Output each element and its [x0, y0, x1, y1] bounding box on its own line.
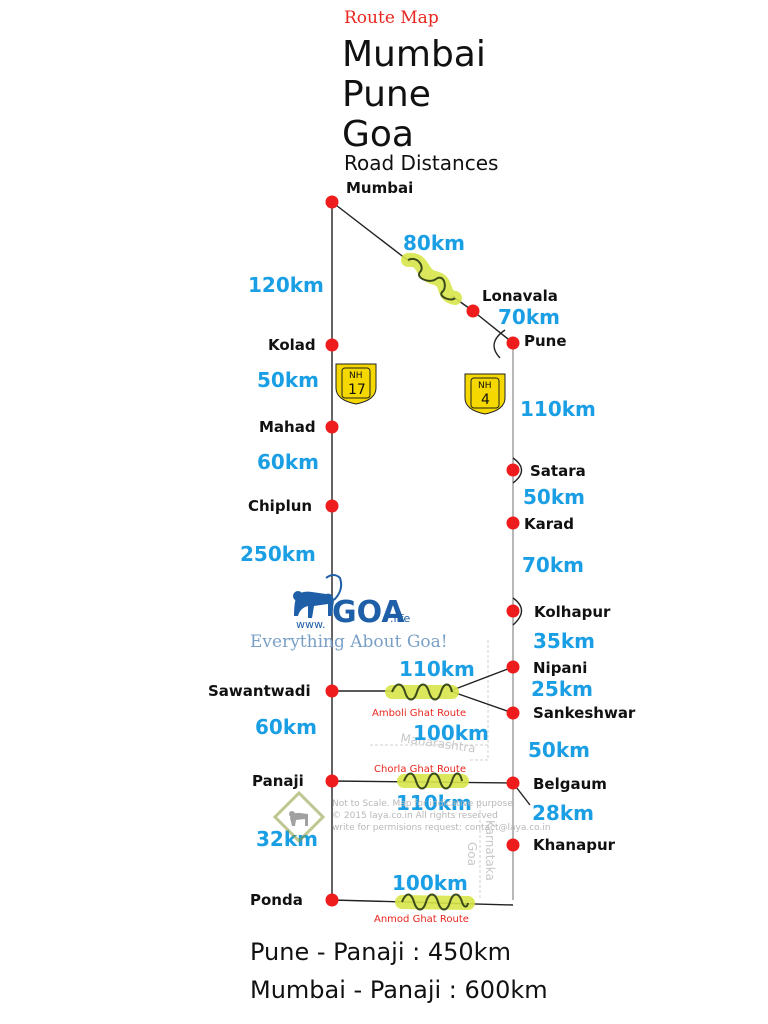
note-permissions: write for permisions request: contact@la…: [332, 823, 551, 833]
summary-pune-panaji: Pune - Panaji : 450km: [250, 938, 511, 966]
goa-life-logo: www. GOA .life Everything About Goa!: [250, 574, 448, 652]
title-goa: Goa: [342, 114, 414, 155]
nh4-label: NH: [478, 381, 492, 391]
city-dots: [325, 195, 520, 907]
city-label-sankeshwar: Sankeshwar: [533, 704, 636, 722]
city-dot-khanapur: [506, 838, 520, 852]
dist-kolad-mahad: 50km: [257, 368, 319, 392]
city-label-ponda: Ponda: [250, 891, 303, 909]
dist-nipani-sankeshwar: 25km: [531, 677, 593, 701]
city-label-khanapur: Khanapur: [533, 836, 616, 854]
city-dot-sankeshwar: [506, 706, 520, 720]
logo-prefix: www.: [296, 618, 325, 631]
dist-chiplun-sawantwadi: 250km: [240, 542, 316, 566]
dist-karad-kolhapur: 70km: [522, 553, 584, 577]
state-label-goa: Goa: [465, 842, 479, 866]
dist-nipani-sawantwadi: 110km: [399, 657, 475, 681]
monkey-badge-icon: [272, 790, 326, 844]
dist-sankeshwar-belgaum: 50km: [528, 738, 590, 762]
dist-kolhapur-nipani: 35km: [533, 629, 595, 653]
city-dot-mumbai: [325, 195, 339, 209]
city-label-nipani: Nipani: [533, 659, 587, 677]
city-dot-panaji: [325, 774, 339, 788]
dist-mahad-chiplun: 60km: [257, 450, 319, 474]
nh17-shield-icon: NH 17: [335, 363, 377, 405]
ghat-label-amboli: Amboli Ghat Route: [372, 708, 466, 719]
city-label-pune: Pune: [524, 332, 567, 350]
title-pune: Pune: [342, 74, 431, 115]
nh4-shield-icon: NH 4: [464, 373, 506, 415]
nh17-number: 17: [348, 382, 366, 398]
city-label-kolad: Kolad: [268, 336, 316, 354]
city-label-panaji: Panaji: [252, 772, 304, 790]
roads: [331, 201, 531, 906]
city-dot-lonavala: [466, 304, 480, 318]
city-label-satara: Satara: [530, 462, 586, 480]
city-dot-chiplun: [325, 499, 339, 513]
copyright-notes: Not to Scale. Map for indicative purpose…: [332, 799, 551, 833]
dist-belgaum-panaji: 110km: [396, 791, 472, 815]
city-dot-kolhapur: [506, 604, 520, 618]
logo-main: GOA: [332, 595, 405, 630]
dist-satara-karad: 50km: [523, 485, 585, 509]
dist-mumbai-kolad: 120km: [248, 273, 324, 297]
city-label-mumbai: Mumbai: [346, 179, 413, 197]
logo-suffix: .life: [390, 612, 410, 625]
note-not-to-scale: Not to Scale. Map for indicative purpose: [332, 799, 513, 809]
nh4-number: 4: [481, 392, 490, 408]
ghat-curves: [385, 252, 475, 911]
city-dot-sawantwadi: [325, 684, 339, 698]
ghat-label-anmod: Anmod Ghat Route: [374, 914, 469, 925]
city-label-kolhapur: Kolhapur: [534, 603, 611, 621]
dist-pune-satara: 110km: [520, 397, 596, 421]
state-label-karnataka: Karnataka: [483, 820, 497, 881]
city-label-mahad: Mahad: [259, 418, 316, 436]
city-dot-kolad: [325, 338, 339, 352]
dist-khanapur-ponda: 100km: [392, 871, 468, 895]
route-map-label: Route Map: [344, 8, 439, 28]
city-dot-belgaum: [506, 776, 520, 790]
dist-belgaum-khanapur: 28km: [532, 801, 594, 825]
note-copyright: © 2015 laya.co.in All rights reserved: [332, 811, 498, 821]
city-label-sawantwadi: Sawantwadi: [208, 682, 311, 700]
city-dot-nipani: [506, 660, 520, 674]
title-mumbai: Mumbai: [342, 34, 486, 75]
city-label-karad: Karad: [524, 515, 574, 533]
dist-mumbai-lonavala: 80km: [403, 231, 465, 255]
nh17-label: NH: [349, 371, 363, 381]
subtitle-road-distances: Road Distances: [344, 151, 498, 175]
city-dot-satara: [506, 463, 520, 477]
city-label-chiplun: Chiplun: [248, 497, 312, 515]
city-dot-karad: [506, 516, 520, 530]
city-dot-mahad: [325, 420, 339, 434]
city-dot-ponda: [325, 893, 339, 907]
dist-lonavala-pune: 70km: [498, 305, 560, 329]
ghat-label-chorla: Chorla Ghat Route: [374, 764, 466, 775]
city-dot-pune: [506, 336, 520, 350]
monkey-icon: [293, 574, 343, 618]
logo-tagline: Everything About Goa!: [250, 632, 448, 652]
city-label-lonavala: Lonavala: [482, 287, 558, 305]
city-label-belgaum: Belgaum: [533, 775, 607, 793]
summary-mumbai-panaji: Mumbai - Panaji : 600km: [250, 976, 548, 1004]
dist-sawantwadi-panaji: 60km: [255, 715, 317, 739]
dist-sankeshwar-sawantwadi: 100km: [413, 721, 489, 745]
